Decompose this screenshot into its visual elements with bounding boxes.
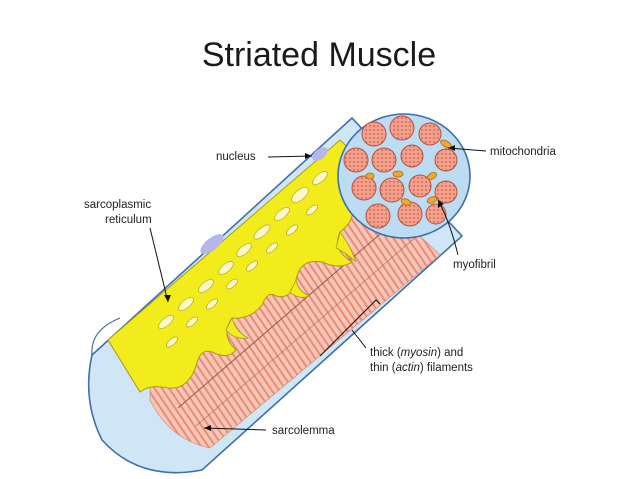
label-filaments-line2: thin (actin) filaments [370, 362, 473, 374]
mitochondria-shapes [365, 139, 452, 206]
label-filaments-line2-pre: thin ( [370, 362, 396, 374]
label-actin: actin [396, 362, 420, 374]
label-filaments-line2-post: ) filaments [420, 362, 473, 374]
label-reticulum: reticulum [105, 214, 152, 226]
label-filaments-line1-post: ) and [437, 347, 463, 359]
cross-section [337, 113, 471, 239]
label-myofibril: myofibril [453, 259, 496, 271]
myofibril-band [149, 179, 441, 449]
label-nucleus: nucleus [216, 151, 256, 163]
arrowheads [164, 145, 455, 431]
page-title: Striated Muscle [201, 36, 437, 74]
label-sarcoplasmic: sarcoplasmic [84, 199, 151, 211]
myofibril-circles [343, 115, 458, 229]
sarcoplasmic-reticulum [107, 139, 373, 393]
label-sarcolemma: sarcolemma [272, 425, 335, 437]
nucleus-shapes [200, 147, 328, 254]
label-filaments-line1-pre: thick ( [370, 347, 401, 359]
label-myosin: myosin [401, 347, 437, 359]
label-filaments-line1: thick (myosin) and [370, 347, 463, 359]
label-mitochondria: mitochondria [490, 146, 556, 158]
